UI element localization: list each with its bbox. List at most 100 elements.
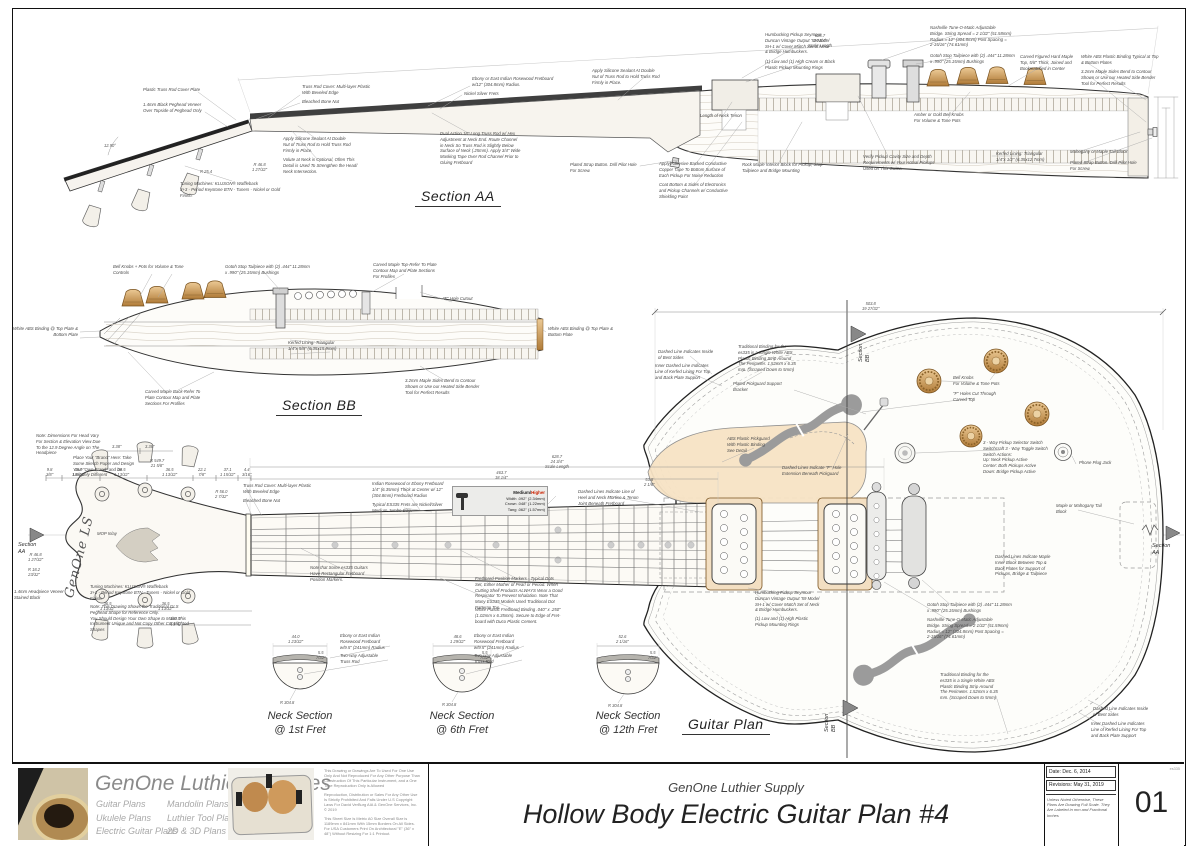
dim-ns1-width: 44.0 1 23/32" bbox=[288, 634, 304, 645]
dim-w5: 22.1 7/8" bbox=[198, 467, 206, 478]
note-maple-block: Rock Maple Interior Block for Pickup, St… bbox=[742, 162, 823, 173]
dim-joint: 53.8 2 1/8" bbox=[644, 477, 655, 488]
dim-w7: 4.4 3/16" bbox=[242, 467, 252, 478]
note-peghead-copy: Note: This Drawing Shows the Traditional… bbox=[90, 604, 189, 633]
dim-b2: 36.5 1 13/32" bbox=[158, 601, 174, 612]
title-block-logo-area: GenOne Luthier Supplies Guitar Plans Uku… bbox=[12, 764, 429, 846]
note-pickup-rings-aa: (1) Low and (1) High Cream or Black Plas… bbox=[765, 59, 835, 70]
note-tail-block-aa: Mahogany or Maple Tail Block bbox=[1070, 149, 1128, 154]
ns3-title: Neck Section @ 12th Fret bbox=[595, 710, 661, 736]
dim-463: 463.7 18 1/4" bbox=[495, 470, 508, 481]
note-bridge-aa: Nashville Tune-O-Matic Adjustable Bridge… bbox=[930, 25, 1012, 48]
product-item: 2D & 3D Plans bbox=[167, 826, 227, 836]
fretwire-crown: Crown .048" (1.22mm) bbox=[504, 501, 545, 507]
note-ns-truss-a: Two-way Adjustable Truss Rod bbox=[340, 653, 378, 664]
note-pg-bracket: Plated Pickguard Support Bracket bbox=[733, 381, 782, 392]
dim-338a: 3.38" bbox=[112, 444, 122, 449]
note-tailpiece-aa: Gotoh Stop Tailpiece with (2) .444" 11.2… bbox=[930, 53, 1015, 64]
fretwire-profile-icon bbox=[455, 490, 469, 512]
note-tuners-aa: Tuning Machines: KLUSON® Waffleback 3+3 … bbox=[180, 181, 281, 198]
logo-photo-soundhole bbox=[18, 768, 88, 840]
legal-paragraph-1: This Drawing or Drawings Are To Used For… bbox=[324, 768, 420, 789]
note-mop-inlay: MOP Inlay bbox=[97, 531, 117, 536]
fretwire-title-red: Higher bbox=[531, 489, 545, 495]
note-silicone-right: Apply Silicone Sealant At Double Nut of … bbox=[592, 68, 660, 85]
section-aa-drawing bbox=[63, 25, 1179, 229]
note-verify-cavity: Verify Pickup Cavity Size and Depth Requ… bbox=[863, 154, 935, 171]
note-fb-binding: White Plastic Fretboard Binding .040" x … bbox=[475, 607, 561, 624]
date-field: Date: Dec. 6, 2014 bbox=[1046, 766, 1116, 778]
note-humbucker-plan: Humbucking Pickup Seymour Duncan Vintage… bbox=[755, 590, 820, 613]
ns2-title: Neck Section @ 6th Fret bbox=[429, 710, 495, 736]
sheet-number: 01 bbox=[1134, 786, 1169, 819]
note-frets-plan: Typical ES335 Frets are Nickel/Silver Me… bbox=[372, 502, 443, 513]
dim-r25: R 25.4 bbox=[200, 169, 213, 174]
note-maple-top: Carved Figured Hard Maple Top, 5/8" Thic… bbox=[1020, 54, 1074, 71]
note-copper-tape: Apply Adhesive Backed Conductive Copper … bbox=[659, 161, 727, 178]
note-strap-left: Plated Strap Button. Drill Pilot Hole Fo… bbox=[570, 162, 637, 173]
note-humbucker-aa: Humbucking Pickup Seymour Duncan Vintage… bbox=[765, 32, 830, 55]
note-ns-truss-b: Two-way Adjustable Truss Rod bbox=[474, 653, 512, 664]
fretwire-width: Width .092" (2.34mm) bbox=[506, 495, 545, 501]
dim-b1: 36.5 1 13/32" bbox=[100, 601, 116, 612]
section-bb-marker-bottom: Section BB bbox=[824, 713, 837, 732]
guitar-plan-title: Guitar Plan bbox=[682, 716, 770, 736]
product-list-col1: Guitar Plans Ukulele Plans Electric Guit… bbox=[96, 798, 178, 839]
note-phone-jack: Phone Plug Jack bbox=[1079, 460, 1112, 465]
revisions-field: Revisions: May 31, 2019 bbox=[1046, 779, 1116, 791]
note-binding-top: Traditional Binding for the es335 is a S… bbox=[738, 344, 796, 373]
dim-ns1-radius: R 304.8 bbox=[280, 700, 295, 705]
dim-b3: 133.0 5 1/4" bbox=[170, 616, 181, 627]
note-bell-knobs-plan: Bell Knobs For Volume & Tone Pots bbox=[953, 375, 1000, 386]
note-top-contour: Carved Maple Top-Refer To Plate Contour … bbox=[373, 262, 437, 279]
note-bell-knobs-aa: Amber or Gold Bell Knobs For Volume & To… bbox=[914, 112, 964, 123]
model-code: es335 bbox=[1169, 767, 1180, 771]
note-fretboard-aa: Ebony or East Indian Rosewood Fretboard … bbox=[472, 76, 554, 87]
dim-ns3-width: 52.6 2 1/16" bbox=[616, 634, 629, 645]
guitar-plan-drawing bbox=[28, 300, 1184, 758]
note-pickguard: ABS Plastic Pickguard With Plastic Bindi… bbox=[727, 436, 770, 453]
title-block-meta: Date: Dec. 6, 2014 Revisions: May 31, 20… bbox=[1044, 764, 1119, 846]
note-f-extension: Dashed Lines Indicate "F" Hole Extension… bbox=[782, 465, 842, 476]
dim-r4: R 18.2 23/32" bbox=[28, 567, 41, 578]
dim-ns3-fb: 5.5 7/32" bbox=[648, 650, 658, 661]
note-selector-switch: 3 - Way Pickup Selector Switch Switchcra… bbox=[983, 440, 1048, 474]
note-ns-fretboard-b: Ebony or East Indian Rosewood Fretboard … bbox=[474, 633, 519, 650]
legal-paragraph-3: This Sheet Size Is Metric A0 Size Overal… bbox=[324, 816, 415, 837]
scale-note: Unless Noted Otherwise, These Plans Are … bbox=[1046, 794, 1116, 820]
fretwire-title: Medium/ bbox=[513, 489, 532, 495]
section-aa-marker-left: Section AA bbox=[18, 542, 37, 555]
photo-body-mold bbox=[228, 768, 314, 840]
dim-w4: 36.5 1 13/32" bbox=[162, 467, 178, 478]
product-list-col2: Mandolin Plans Luthier Tool Plans 2D & 3… bbox=[167, 798, 239, 839]
note-tailpiece-bb: Gotoh Stop Tailpiece with (2) .444" 11.2… bbox=[225, 264, 310, 275]
note-bridge-plan: Nashville Tune-O-Matic Adjustable Bridge… bbox=[927, 617, 1009, 640]
product-item: Ukulele Plans bbox=[96, 812, 152, 823]
note-brand: Place Your "Brand" Here: Take Some Sketc… bbox=[73, 455, 135, 478]
note-center-block: Dashed Lines Indicate Maple Inner Block … bbox=[995, 554, 1051, 577]
dim-head-angle: 12.90° bbox=[104, 143, 116, 148]
note-neck-tenon: Length of Neck Tenon bbox=[700, 113, 742, 118]
product-item: Electric Guitar Plans bbox=[96, 826, 178, 836]
note-tenon: Dashed Lines Indicate Line of Heel and N… bbox=[578, 489, 639, 506]
note-kerfed-top: Inner Dashed Line Indicates Line of Kerf… bbox=[655, 363, 711, 380]
title-block-title-area: GenOne Luthier Supply Hollow Body Electr… bbox=[428, 764, 1045, 846]
note-tuners-plan: Tuning Machines: KLUSON® Waffleback 3+3 … bbox=[90, 584, 191, 601]
dim-338b: 3.38" bbox=[145, 444, 155, 449]
note-binding-bottom: Traditional Binding for the es335 is a S… bbox=[940, 672, 998, 701]
section-aa-marker-right: Section AA bbox=[1152, 543, 1171, 556]
note-fretboard-plan: Indian Rosewood or Ebony Fretboard 1/4" … bbox=[372, 481, 444, 498]
note-f-hole-cutout: "F" Hole Cutout bbox=[443, 296, 473, 301]
neck-sections-drawing bbox=[272, 643, 660, 704]
note-bell-knobs-bb: Bell Knobs + Pots for Volume & Tone Cont… bbox=[113, 264, 184, 275]
note-abs-binding-aa: White ABS Plastic Binding Typical at Top… bbox=[1081, 54, 1159, 65]
note-back-contour: Carved Maple Back-Refer To Plate Contour… bbox=[145, 389, 201, 406]
fretwire-tang: Tang .062" (1.57mm) bbox=[507, 506, 545, 512]
note-bent-sides-top: Dashed Line Indicates Inside of Bent Sid… bbox=[658, 349, 714, 360]
dim-w2: 39.9 1 9/16" bbox=[72, 467, 85, 478]
dim-body-width: 503.8 19 27/32" bbox=[862, 301, 880, 312]
note-maple-sides-aa: 3.2mm Maple Sides Bend to Contour Shown … bbox=[1081, 69, 1156, 86]
dim-w6: 37.1 1 15/32" bbox=[220, 467, 236, 478]
